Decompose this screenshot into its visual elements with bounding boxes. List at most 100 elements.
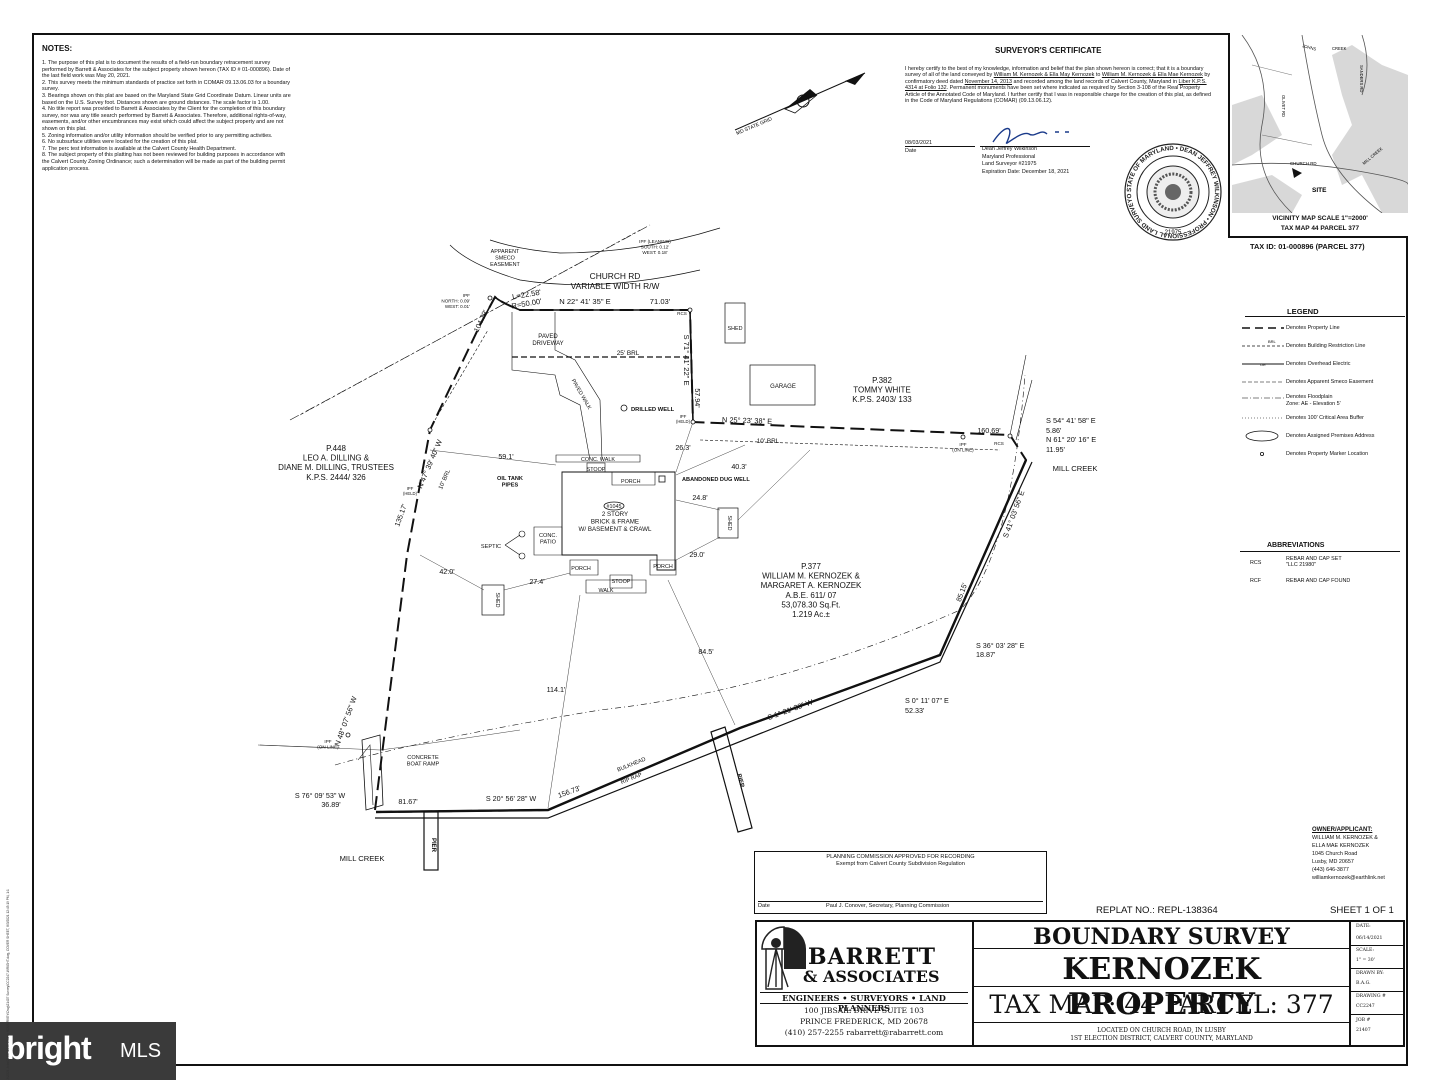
owner-line: Lusby, MD 20657 xyxy=(1312,859,1354,865)
plat-label-d-248: 24.8' xyxy=(692,493,708,502)
pier-right xyxy=(710,726,753,833)
church-road-edge xyxy=(489,227,721,254)
east-boundary-ext xyxy=(1009,354,1033,441)
cert-deed-date: November 14, 2013 xyxy=(964,78,1012,85)
tb-side-label: DATE: xyxy=(1356,924,1371,929)
legend-symbols: BRL OE xyxy=(1242,327,1284,456)
plat-label-b-s20: S 20° 56' 28" W xyxy=(486,794,537,803)
plat-label-mill-creek-w: MILL CREEK xyxy=(340,854,385,863)
plat-label-p377: P.377 xyxy=(801,562,821,571)
plat-label-oil-tank: PIPES xyxy=(502,483,519,489)
tb-side-rule xyxy=(1351,945,1405,946)
plat-label-smeco: APPARENT xyxy=(491,249,520,255)
surveyor-line: Dean Jeffrey Wilkinson xyxy=(982,146,1038,152)
plat-label-p382: TOMMY WHITE xyxy=(853,386,910,395)
boat-ramp-outline xyxy=(361,734,384,811)
plat-label-d-591: 59.1' xyxy=(498,452,514,461)
firm-address-line: (410) 257-2255 rabarrett@rabarrett.com xyxy=(784,1028,944,1037)
plat-label-stoop: STOOP xyxy=(587,467,606,473)
plat-label-church-rd: CHURCH RD xyxy=(590,271,641,281)
planning-date-label: Date xyxy=(758,903,770,909)
property-marker xyxy=(687,307,693,313)
conc-walk-outline xyxy=(555,454,641,463)
property-marker xyxy=(960,434,966,440)
tie-line xyxy=(419,554,485,591)
signature-mark xyxy=(992,127,1069,144)
plat-label-d-8167: 81.67' xyxy=(398,797,418,806)
plat-label-b-n61: N 61° 20' 16" E xyxy=(1046,435,1096,444)
plat-label-b-s0: S 0° 11' 07" E xyxy=(905,696,949,705)
legend-item: Denotes Building Restriction Line xyxy=(1286,343,1366,349)
property-marker xyxy=(690,419,696,425)
plat-label-d-420: 42.0' xyxy=(439,567,455,576)
note-item: 5. Zoning information and/or utility inf… xyxy=(42,132,273,139)
surveyor-seal: STATE OF MARYLAND • DEAN JEFFREY WILKINS… xyxy=(1118,140,1222,241)
owner-line: WILLIAM M. KERNOZEK & xyxy=(1312,835,1378,841)
plat-label-p377: 53,078.30 Sq.Ft. xyxy=(781,600,840,609)
septic-tank xyxy=(518,552,526,560)
tie-line xyxy=(737,449,811,521)
tb-side-rule xyxy=(1351,991,1405,992)
legend-title: LEGEND xyxy=(1287,307,1319,316)
plat-label-p448: LEO A. DILLING & xyxy=(303,454,370,463)
owner-line: williamkernozek@earthlink.net xyxy=(1312,875,1385,881)
title-block-divider xyxy=(1349,920,1351,1047)
sheet-number: SHEET 1 OF 1 xyxy=(1330,905,1394,916)
plat-label-d-1195: 11.95' xyxy=(1046,445,1065,454)
planning-secretary: Paul J. Conover, Secretary, Planning Com… xyxy=(826,903,950,909)
date-signature-line xyxy=(905,146,975,147)
title-location-line: 1ST ELECTION DISTRICT, CALVERT COUNTY, M… xyxy=(1070,1035,1253,1042)
planning-line: Exempt from Calvert County Subdivision R… xyxy=(836,861,965,867)
plat-label-paved-driveway: PAVED xyxy=(538,334,558,340)
property-line-solid xyxy=(375,459,1028,814)
title-location-line: LOCATED ON CHURCH ROAD, IN LUSBY xyxy=(1097,1027,1226,1034)
legend-item: Denotes Apparent Smeco Easement xyxy=(1286,379,1374,385)
tax-id: TAX ID: 01-000896 (PARCEL 377) xyxy=(1250,242,1365,251)
plat-label-ipf-held2: (HELD) xyxy=(403,491,418,496)
replat-number: REPLAT NO.: REPL-138364 xyxy=(1096,905,1218,916)
cert-date-label: Date xyxy=(905,148,917,154)
plat-label-ipf-online2: IPF xyxy=(324,739,331,744)
plat-label-stoop2: STOOP xyxy=(612,579,631,585)
septic-symbol xyxy=(504,534,521,556)
abandoned-well-marker xyxy=(658,475,666,483)
tb-side-label: DRAWN BY: xyxy=(1356,971,1384,976)
legend-brl-tag: BRL xyxy=(1268,339,1277,344)
vicinity-site-label: SITE xyxy=(1312,187,1327,194)
tie-line xyxy=(675,421,694,473)
property-marker xyxy=(487,295,493,301)
plat-label-abandoned-well: ABANDONED DUG WELL xyxy=(682,477,750,483)
plat-label-oil-tank: OIL TANK xyxy=(497,476,523,482)
plat-label-ipf-leaning: IPF (LEANING) xyxy=(639,239,671,244)
shed-outline xyxy=(724,302,746,344)
plat-label-b-s36: S 36° 03' 28" E xyxy=(976,641,1025,650)
planning-signature-line xyxy=(758,901,1043,902)
title-block-rule xyxy=(974,948,1349,949)
surveyor-logo-icon xyxy=(761,926,806,990)
owner-line: (443) 646-3877 xyxy=(1312,867,1349,873)
title-block-divider xyxy=(972,920,974,1047)
shed-outline xyxy=(481,584,505,616)
garage-outline xyxy=(749,364,816,406)
plat-label-shed-top: SHED xyxy=(728,326,743,332)
vicinity-map: JOHNS CREEK CHURCH RD MILL CREEK OLIVET … xyxy=(1228,33,1408,238)
note-item: 2. This survey meets the minimum standar… xyxy=(42,79,290,93)
plat-label-ipf-online2: (ON LINE) xyxy=(317,745,339,750)
plat-label-ipf-online: (ON LINE) xyxy=(952,448,974,453)
porch-outline xyxy=(569,559,599,576)
plat-label-rcs: RCS xyxy=(994,441,1004,446)
plat-label-p377: MARGARET A. KERNOZEK xyxy=(761,581,862,590)
septic-tank xyxy=(518,530,526,538)
plat-label-drilled-well: DRILLED WELL xyxy=(631,407,675,413)
plat-label-d-57: 57.94' xyxy=(693,388,702,408)
plat-label-ramp: CONCRETE xyxy=(407,755,439,761)
title-block xyxy=(755,920,1405,1047)
tb-side-rule xyxy=(1351,1014,1405,1015)
surveyor-line: Land Surveyor #21975 xyxy=(982,161,1037,168)
tb-side-value: B.A.G. xyxy=(1356,981,1371,986)
plat-label-b-s1: S 1° 21' 38" W xyxy=(766,697,814,722)
tie-line xyxy=(667,579,736,726)
pier-left xyxy=(423,811,439,871)
boat-ramp-outline xyxy=(357,744,374,806)
tb-side-value: 06/14/2021 xyxy=(1356,936,1383,941)
